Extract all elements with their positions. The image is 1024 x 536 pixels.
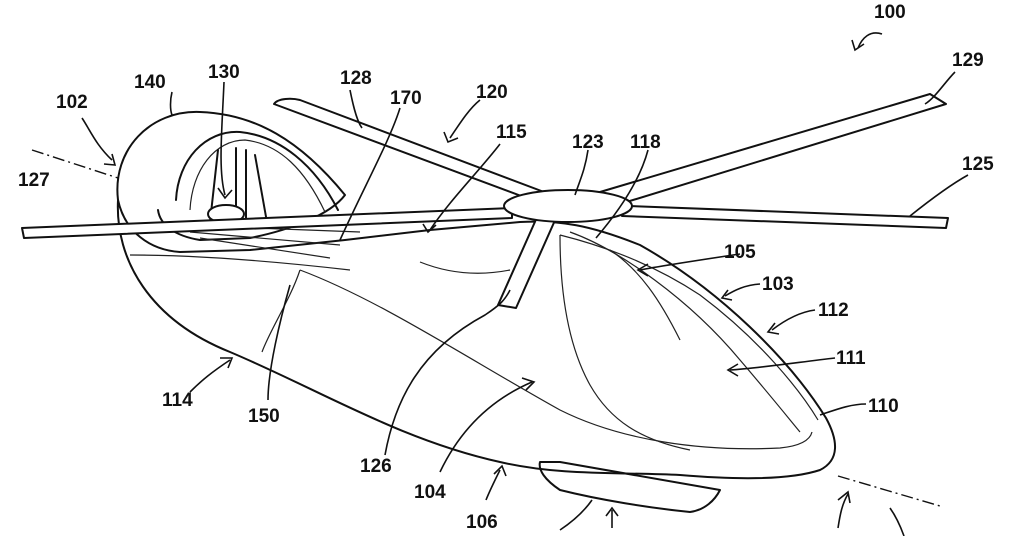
label-127: 127 [18, 170, 50, 191]
label-170: 170 [390, 88, 422, 109]
fan-rotor [207, 147, 269, 229]
rotor-hub [503, 189, 633, 223]
rotor-blades [21, 93, 949, 239]
label-125: 125 [962, 154, 994, 175]
landing-skid [538, 461, 721, 513]
label-140: 140 [134, 72, 166, 93]
label-106: 106 [466, 512, 498, 533]
label-123: 123 [572, 132, 604, 153]
rotor-mast [497, 214, 557, 309]
label-115: 115 [496, 122, 527, 143]
label-114: 114 [162, 390, 193, 411]
label-112: 112 [818, 300, 849, 321]
label-110: 110 [868, 396, 899, 417]
label-105: 105 [724, 242, 756, 263]
label-118: 118 [630, 132, 661, 153]
label-129: 129 [952, 50, 984, 71]
reference-labels: 100 102 103 104 105 106 110 111 112 114 … [18, 2, 994, 533]
label-120: 120 [476, 82, 508, 103]
fuselage [116, 199, 837, 480]
label-103: 103 [762, 274, 794, 295]
label-128: 128 [340, 68, 372, 89]
label-104: 104 [414, 482, 446, 503]
label-102: 102 [56, 92, 88, 113]
axis-line-front [837, 475, 941, 507]
label-150: 150 [248, 406, 280, 427]
label-100: 100 [874, 2, 906, 23]
leader-lines [81, 32, 969, 536]
label-126: 126 [360, 456, 392, 477]
label-130: 130 [208, 62, 240, 83]
label-111: 111 [836, 348, 866, 369]
axis-line-rear [31, 149, 119, 179]
rear-duct [116, 110, 346, 241]
